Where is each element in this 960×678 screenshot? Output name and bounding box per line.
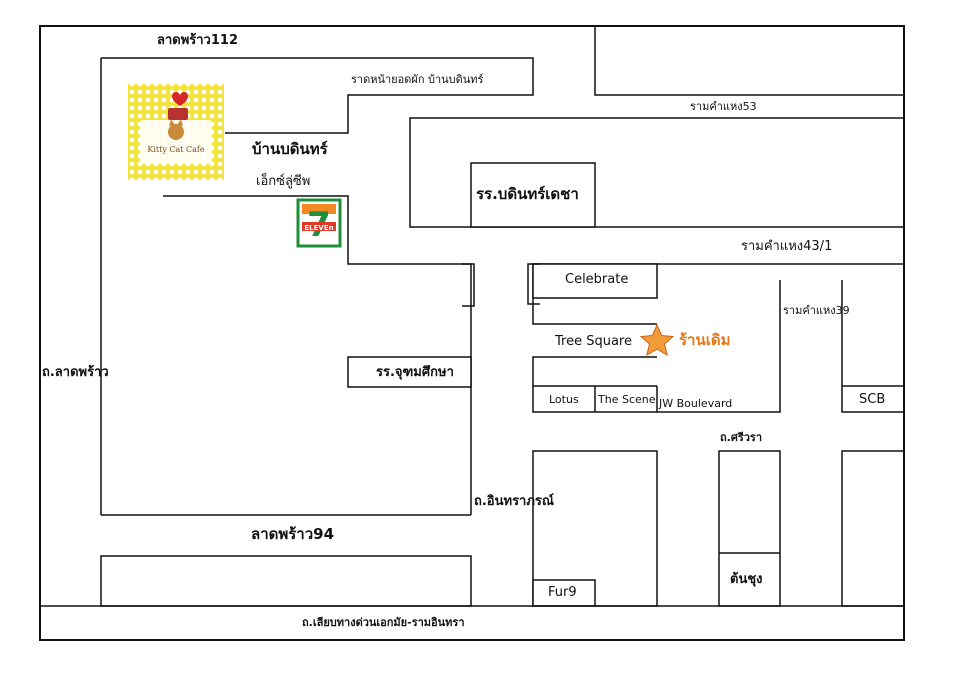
gate-right <box>527 263 540 305</box>
cafe-logo-panel <box>140 120 212 164</box>
block-top-left-outline <box>101 57 534 134</box>
block-scb <box>841 280 904 413</box>
label-ban-bodin: บ้านบดินทร์ <box>252 140 328 158</box>
gate-left <box>462 263 475 307</box>
block-inner-outline <box>163 195 472 515</box>
cafe-cup-icon <box>168 108 188 120</box>
label-school-jutha: รร.จุฑมศึกษา <box>376 365 454 380</box>
label-ramkhamhaeng-53: รามคำแหง53 <box>690 100 757 113</box>
label-ramkhamhaeng-39: รามคำแหง39 <box>783 304 850 317</box>
map-frame <box>39 25 905 641</box>
block-bodin <box>409 117 904 228</box>
label-road-ban-bodin: ราดหน้ายอดผัก บ้านบดินทร์ <box>351 73 484 86</box>
label-jw-boulevard: JW Boulevard <box>659 397 733 410</box>
block-bottom-left <box>100 555 472 607</box>
seven-eleven-stripe-orange <box>302 204 336 214</box>
label-soi-112: ลาดพร้าว112 <box>157 33 238 48</box>
label-express: เอ็กซ์ลู่ซีพ <box>256 174 311 189</box>
block-bottom-right <box>841 450 904 607</box>
label-the-scene: The Scene <box>598 393 656 406</box>
school-bodin-box <box>470 162 596 228</box>
school-jutha-box <box>347 356 472 388</box>
star-icon <box>639 323 675 357</box>
label-scb: SCB <box>859 392 886 407</box>
label-lat-phrao-road: ถ.ลาดพร้าว <box>42 365 109 380</box>
label-tree-square: Tree Square <box>555 334 632 349</box>
block-tonchung <box>718 450 781 607</box>
label-intraporn-road: ถ.อินทราภรณ์ <box>474 494 554 509</box>
cafe-logo-text: Kitty Cat Cafe <box>147 145 205 154</box>
cafe-heart-icon <box>172 92 188 106</box>
block-lotus-outline <box>532 280 781 413</box>
fur9-box <box>532 579 596 607</box>
label-celebrate: Celebrate <box>565 272 629 287</box>
label-soi-94: ลาดพร้าว94 <box>251 525 335 543</box>
label-old-shop: ร้านเดิม <box>679 331 731 349</box>
kitty-cat-cafe-logo: Kitty Cat Cafe <box>128 84 224 180</box>
cafe-cat-ear-left <box>169 119 175 126</box>
seven-eleven-text: ELEVEn <box>304 224 333 232</box>
celebrate-box <box>532 263 658 299</box>
label-srivara-road: ถ.ศรีวรา <box>720 431 762 444</box>
seven-eleven-logo: 7 ELEVEn <box>296 198 342 248</box>
label-ramkhamhaeng-43-1: รามคำแหง43/1 <box>741 239 833 254</box>
block-top-right <box>594 26 904 96</box>
label-school-bodin: รร.บดินทร์เดชา <box>476 185 579 203</box>
label-lotus: Lotus <box>549 393 579 406</box>
cafe-cat-icon <box>168 124 184 140</box>
label-expressway: ถ.เลียบทางด่วนเอกมัย-รามอินทรา <box>302 616 465 629</box>
cafe-cat-ear-right <box>177 119 183 126</box>
label-tonchung: ต้นชุง <box>730 572 763 587</box>
seven-eleven-stripe-red <box>302 222 336 231</box>
label-fur9: Fur9 <box>548 585 577 600</box>
